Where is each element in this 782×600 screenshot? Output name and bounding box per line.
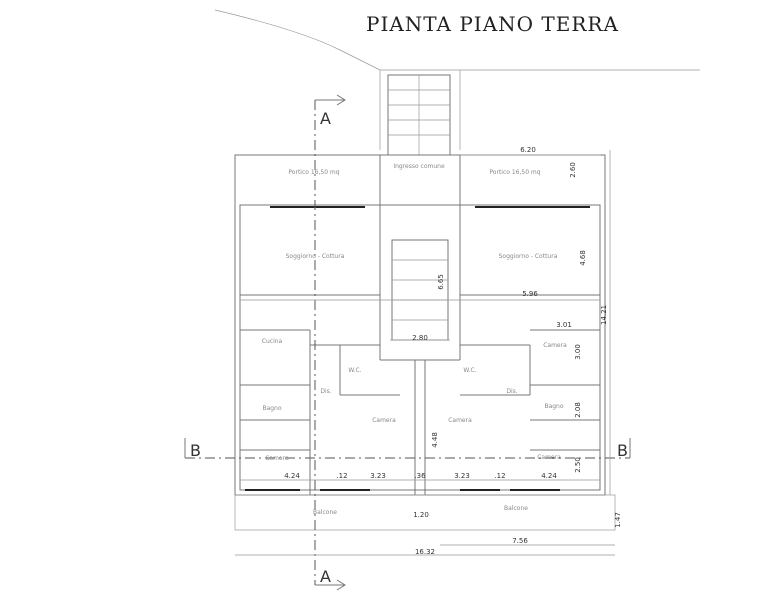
dim-3-00: 3.00 — [574, 344, 582, 360]
dim-6-20: 6.20 — [520, 146, 536, 154]
dim-3-23-right: 3.23 — [454, 472, 470, 480]
section-label-a-bottom: A — [320, 567, 331, 586]
room-bagno-right: Bagno — [544, 403, 563, 410]
dimension-lines — [235, 150, 615, 556]
room-dis-right: Dis. — [506, 388, 517, 395]
dim-14-21: 14.21 — [600, 305, 608, 325]
interior-walls — [240, 155, 600, 495]
dim-2-60: 2.60 — [569, 162, 577, 178]
dim-4-68: 4.68 — [579, 250, 587, 266]
room-camera-center-right: Camera — [448, 417, 472, 424]
windows — [245, 206, 590, 491]
room-soggiorno-right: Soggiorno - Cottura — [499, 253, 558, 260]
dim-4-48: 4.48 — [431, 432, 439, 448]
room-labels: Portico 16,50 mq Ingresso comune Portico… — [262, 163, 567, 516]
room-bagno-left: Bagno — [262, 405, 281, 412]
room-camera-center-left: Camera — [372, 417, 396, 424]
dim-0-12-right: .12 — [494, 472, 505, 480]
outer-wall — [239, 204, 601, 491]
dim-7-56: 7.56 — [512, 537, 528, 545]
dim-16-32: 16.32 — [415, 548, 435, 556]
room-wc-left: W.C. — [348, 367, 361, 374]
dim-0-12-left: .12 — [336, 472, 347, 480]
room-balcone-left: Balcone — [313, 509, 337, 516]
dim-4-24-right: 4.24 — [541, 472, 557, 480]
dimension-labels: 6.20 2.60 4.68 5.96 6.65 2.80 3.01 3.00 … — [284, 146, 622, 556]
room-portico-left: Portico 16,50 mq — [288, 169, 339, 176]
room-camera-left-bottom: Camera — [265, 455, 289, 462]
dim-5-96: 5.96 — [522, 290, 538, 298]
section-arrows — [184, 94, 631, 591]
dim-3-23-left: 3.23 — [370, 472, 386, 480]
section-label-a-top: A — [320, 109, 331, 128]
room-ingresso: Ingresso comune — [393, 163, 445, 170]
dim-2-08: 2.08 — [574, 402, 582, 418]
room-balcone-right: Balcone — [504, 505, 528, 512]
dim-3-01: 3.01 — [556, 321, 572, 329]
room-camera-right-top: Camera — [543, 342, 567, 349]
room-portico-right: Portico 16,50 mq — [489, 169, 540, 176]
dim-1-20: 1.20 — [413, 511, 429, 519]
room-soggiorno-left: Soggiorno - Cottura — [286, 253, 345, 260]
section-label-b-left: B — [190, 441, 201, 460]
dim-1-47: 1.47 — [614, 512, 622, 528]
drawing-title: PIANTA PIANO TERRA — [366, 12, 619, 36]
dim-6-65: 6.65 — [437, 274, 445, 290]
dim-2-50: 2.50 — [574, 457, 582, 473]
section-label-b-right: B — [617, 441, 628, 460]
room-camera-right-bottom: Camera — [537, 454, 561, 461]
balcony — [234, 494, 616, 531]
dim-2-80: 2.80 — [412, 334, 428, 342]
dim-4-24-left: 4.24 — [284, 472, 300, 480]
room-cucina: Cucina — [262, 338, 283, 345]
site-boundary — [214, 9, 700, 150]
dim-0-36: .36 — [414, 472, 426, 480]
room-dis-left: Dis. — [320, 388, 331, 395]
room-wc-right: W.C. — [463, 367, 476, 374]
